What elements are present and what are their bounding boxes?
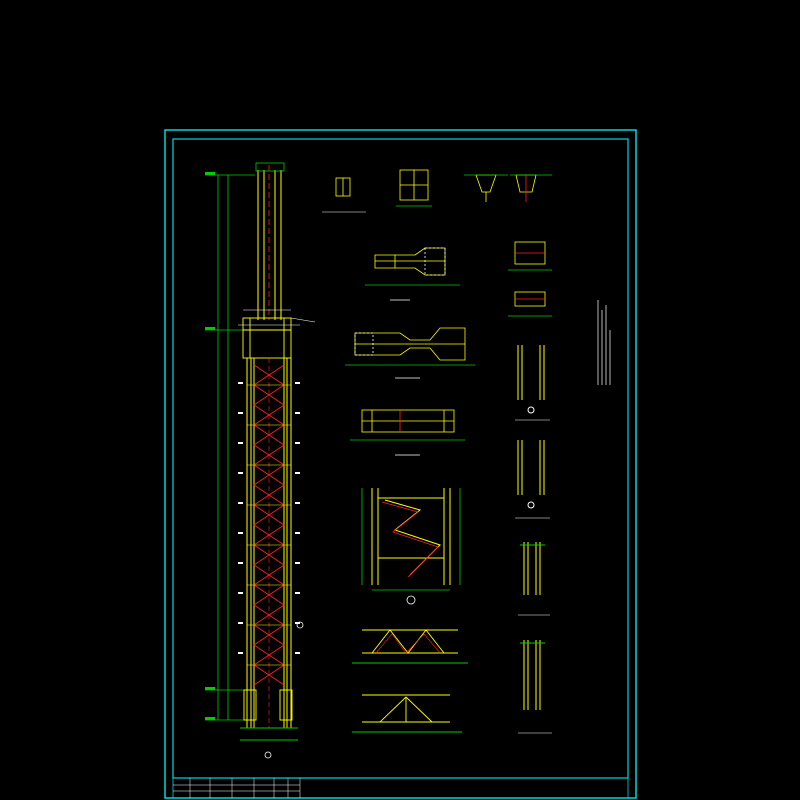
detail-cap-section — [322, 177, 366, 213]
bracket-plan-view-1 — [365, 247, 460, 301]
panel-level-lines — [247, 384, 291, 666]
beam-side-view — [350, 409, 465, 456]
panel-detail-marker — [406, 595, 416, 605]
section-marker-side — [296, 621, 304, 629]
lower-column-limbs — [246, 358, 292, 728]
column-elevation — [205, 162, 316, 759]
truss-detail-2 — [352, 694, 462, 733]
limb-section-2 — [515, 440, 550, 519]
column-cap — [255, 162, 285, 172]
general-notes-block — [597, 300, 611, 385]
detail-section-2 — [510, 174, 552, 202]
lacing-panel-detail — [361, 488, 461, 605]
inner-frame — [172, 138, 629, 779]
lacing-braces — [253, 364, 285, 686]
drawing-frame — [164, 129, 637, 799]
bracket-annotations — [238, 309, 316, 326]
section-box-1 — [508, 241, 552, 271]
limb-section-4 — [518, 640, 552, 734]
section-box-2 — [508, 291, 552, 317]
limb-section-1 — [515, 345, 550, 421]
title-block — [172, 777, 629, 799]
upper-column-shaft — [257, 170, 282, 320]
outer-frame — [164, 129, 637, 799]
truss-detail-1 — [352, 629, 468, 664]
bracket-region — [242, 317, 292, 359]
section-marker-base — [264, 751, 272, 759]
elevation-level-tags — [205, 172, 215, 720]
limb-section-3 — [518, 542, 550, 616]
detail-section-1 — [464, 174, 508, 202]
bracket-plan-view-2 — [345, 327, 475, 379]
column-base — [240, 689, 298, 741]
detail-plate-section — [396, 169, 432, 207]
